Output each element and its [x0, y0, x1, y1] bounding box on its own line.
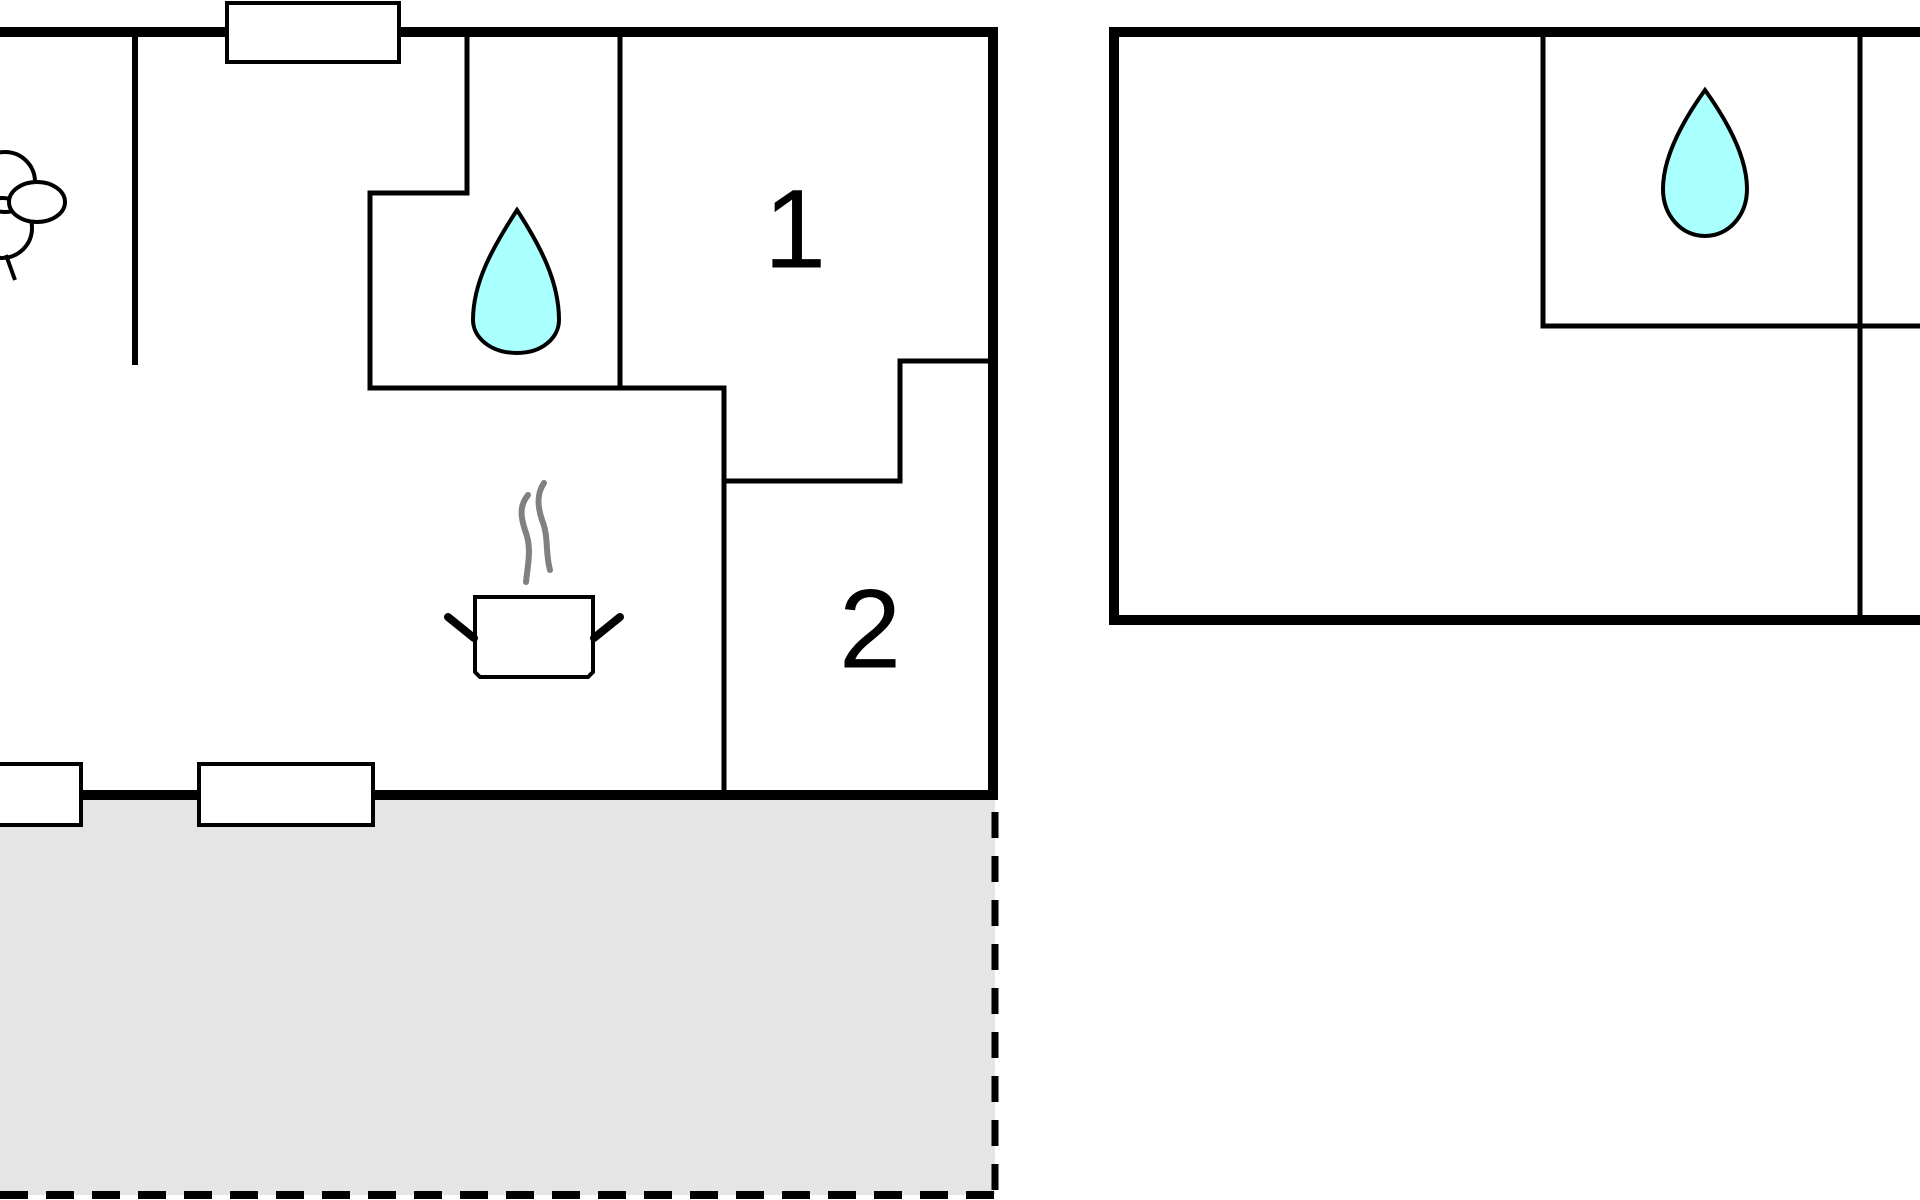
left-building-outer-wall — [0, 27, 998, 800]
window — [197, 762, 375, 827]
room-number-2: 2 — [839, 567, 901, 692]
right-building-outer-wall — [1109, 27, 1920, 625]
interior-wall — [367, 34, 623, 391]
windows — [0, 1, 401, 827]
kitchen-cooking-pot-icon — [444, 480, 624, 679]
left-building — [0, 27, 998, 800]
terrace-area — [0, 800, 999, 1199]
window — [225, 1, 401, 64]
window — [0, 762, 83, 827]
interior-wall — [617, 385, 727, 793]
room-number-1: 1 — [764, 167, 826, 292]
interior-wall — [721, 358, 991, 484]
bathroom-water-drop-icon — [470, 206, 562, 356]
interior-wall — [1540, 34, 1920, 329]
dining-table-chairs-icon — [0, 150, 67, 281]
right-building — [1109, 27, 1920, 625]
bathroom-water-drop-icon — [1660, 86, 1750, 239]
